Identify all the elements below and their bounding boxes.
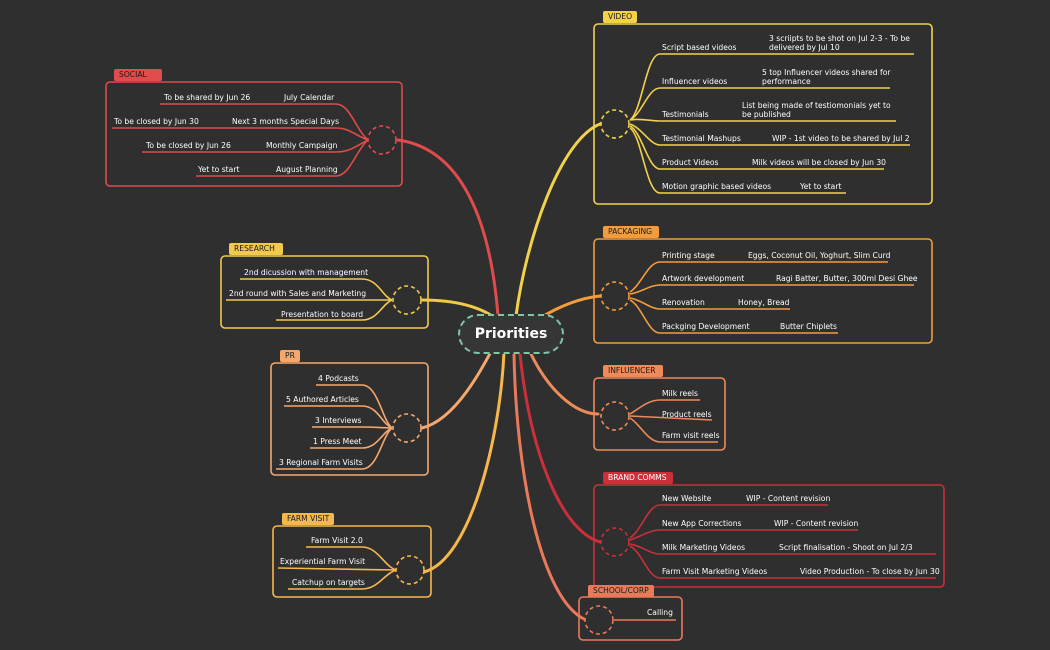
branch-label-school-corp[interactable]: SCHOOL/CORP bbox=[588, 585, 654, 597]
hub-influencer[interactable] bbox=[600, 401, 630, 431]
packaging-task[interactable]: Printing stage bbox=[662, 251, 715, 260]
farm-visit-item[interactable]: Farm Visit 2.0 bbox=[311, 536, 363, 545]
social-status: To be closed by Jun 26 bbox=[146, 141, 231, 150]
pr-item[interactable]: 3 Regional Farm Visits bbox=[279, 458, 363, 467]
pr-item[interactable]: 4 Podcasts bbox=[318, 374, 359, 383]
branch-label-brand-comms[interactable]: BRAND COMMS bbox=[603, 472, 673, 484]
brand-comms-task[interactable]: New App Corrections bbox=[662, 519, 742, 528]
research-item[interactable]: 2nd round with Sales and Marketing bbox=[229, 289, 367, 298]
video-lines bbox=[629, 53, 914, 194]
video-task[interactable]: Testimonial Mashups bbox=[662, 134, 741, 143]
branch-label-pr[interactable]: PR bbox=[280, 350, 300, 362]
frame-research bbox=[220, 255, 429, 329]
pr-item[interactable]: 5 Authored Articles bbox=[286, 395, 359, 404]
hub-pr[interactable] bbox=[392, 413, 422, 443]
video-status: Milk videos will be closed by Jun 30 bbox=[752, 158, 887, 167]
brand-comms-status: WIP - Content revision bbox=[774, 519, 859, 528]
connector-influencer bbox=[528, 350, 600, 416]
frame-brand-comms bbox=[593, 484, 945, 588]
central-topic[interactable]: Priorities bbox=[458, 314, 564, 354]
hub-research[interactable] bbox=[392, 285, 422, 315]
brand-comms-status: Script finalisation - Shoot on Jul 2/3 bbox=[779, 543, 913, 552]
video-task[interactable]: Script based videos bbox=[662, 43, 737, 52]
brand-comms-lines bbox=[629, 504, 936, 579]
connector-social bbox=[396, 138, 500, 318]
frame-packaging bbox=[593, 238, 933, 344]
hub-circles bbox=[367, 109, 630, 635]
connector-school-corp bbox=[512, 352, 588, 622]
packaging-status: Butter Chiplets bbox=[780, 322, 837, 331]
connector-brand-comms bbox=[518, 352, 602, 544]
research-item[interactable]: Presentation to board bbox=[281, 310, 364, 319]
social-task[interactable]: July Calendar bbox=[284, 93, 335, 102]
pr-lines bbox=[276, 384, 393, 470]
social-task[interactable]: Monthly Campaign bbox=[266, 141, 338, 150]
farm-visit-item[interactable]: Experiential Farm Visit bbox=[280, 557, 366, 566]
brand-comms-status: Video Production - To close by Jun 30 bbox=[800, 567, 940, 576]
branch-label-packaging[interactable]: PACKAGING bbox=[603, 226, 659, 238]
research-item[interactable]: 2nd dicussion with management bbox=[244, 268, 369, 277]
influencer-lines bbox=[629, 399, 718, 443]
packaging-task[interactable]: Packging Development bbox=[662, 322, 750, 331]
social-lines bbox=[112, 103, 369, 177]
frame-social bbox=[105, 81, 403, 187]
branch-label-research[interactable]: RESEARCH bbox=[229, 243, 283, 255]
hub-video[interactable] bbox=[600, 109, 630, 139]
brand-comms-task[interactable]: New Website bbox=[662, 494, 712, 503]
research-lines bbox=[226, 278, 393, 321]
packaging-status: Honey, Bread bbox=[738, 298, 790, 307]
packaging-status: Eggs, Coconut Oil, Yoghurt, Slim Curd bbox=[748, 251, 891, 260]
pr-item[interactable]: 3 Interviews bbox=[315, 416, 362, 425]
hub-school-corp[interactable] bbox=[584, 605, 614, 635]
frame-influencer bbox=[593, 377, 726, 451]
branch-label-influencer[interactable]: INFLUENCER bbox=[603, 365, 663, 377]
social-status: To be closed by Jun 30 bbox=[114, 117, 199, 126]
pr-item[interactable]: 1 Press Meet bbox=[313, 437, 362, 446]
farm-visit-item[interactable]: Catchup on targets bbox=[292, 578, 365, 587]
brand-comms-status: WIP - Content revision bbox=[746, 494, 831, 503]
packaging-task[interactable]: Renovation bbox=[662, 298, 705, 307]
connector-video bbox=[514, 122, 602, 318]
video-status: 3 scriipts to be shot on Jul 2-3 - To be… bbox=[769, 34, 910, 52]
hub-packaging[interactable] bbox=[600, 281, 630, 311]
connector-farm-visit bbox=[422, 350, 506, 574]
video-status: WIP - 1st video to be shared by Jul 2 bbox=[772, 134, 910, 143]
packaging-task[interactable]: Artwork development bbox=[662, 274, 745, 283]
hub-social[interactable] bbox=[367, 125, 397, 155]
brand-comms-task[interactable]: Milk Marketing Videos bbox=[662, 543, 746, 552]
social-status: Yet to start bbox=[198, 165, 240, 174]
brand-comms-task[interactable]: Farm Visit Marketing Videos bbox=[662, 567, 768, 576]
frame-video bbox=[593, 23, 933, 205]
video-status: 5 top Influencer videos shared for perfo… bbox=[762, 68, 891, 86]
social-task[interactable]: August Planning bbox=[276, 165, 338, 174]
video-task[interactable]: Product Videos bbox=[662, 158, 719, 167]
branch-frames bbox=[105, 23, 945, 641]
video-status: Yet to start bbox=[800, 182, 842, 191]
school-corp-item[interactable]: Calling bbox=[647, 608, 673, 617]
influencer-item[interactable]: Product reels bbox=[662, 410, 712, 419]
farm-visit-lines bbox=[277, 546, 397, 590]
hub-brand-comms[interactable] bbox=[600, 527, 630, 557]
packaging-status: Ragi Batter, Butter, 300ml Desi Ghee bbox=[776, 274, 918, 283]
branch-label-video[interactable]: VIDEO bbox=[603, 11, 637, 23]
hub-farm-visit[interactable] bbox=[395, 555, 425, 585]
video-task[interactable]: Influencer videos bbox=[662, 77, 728, 86]
branch-label-farm-visit[interactable]: FARM VISIT bbox=[282, 513, 334, 525]
influencer-item[interactable]: Milk reels bbox=[662, 389, 698, 398]
frame-school-corp bbox=[578, 596, 683, 641]
frame-farm-visit bbox=[272, 525, 432, 598]
video-task[interactable]: Motion graphic based videos bbox=[662, 182, 772, 191]
branch-label-social[interactable]: SOCIAL bbox=[114, 69, 162, 81]
packaging-lines bbox=[629, 261, 914, 334]
social-task[interactable]: Next 3 months Special Days bbox=[232, 117, 340, 126]
social-status: To be shared by Jun 26 bbox=[164, 93, 251, 102]
frame-pr bbox=[270, 362, 429, 476]
video-status: List being made of testiomonials yet to … bbox=[742, 101, 891, 119]
influencer-item[interactable]: Farm visit reels bbox=[662, 431, 720, 440]
video-task[interactable]: Testimonials bbox=[662, 110, 709, 119]
